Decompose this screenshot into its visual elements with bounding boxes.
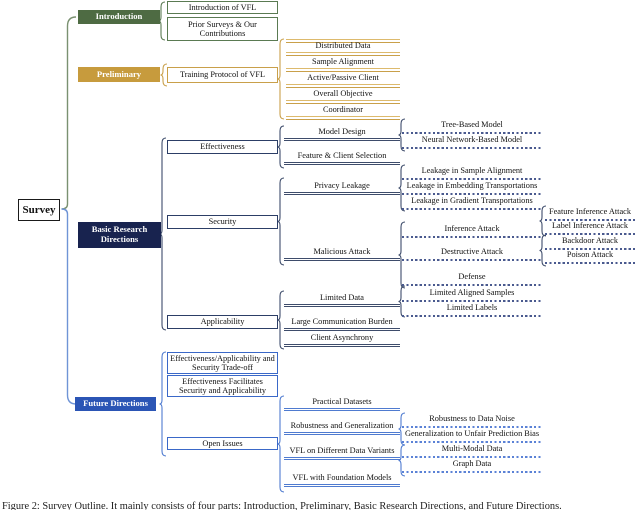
node-robustness-data-noise: Robustness to Data Noise: [402, 414, 542, 428]
node-open-issues: Open Issues: [167, 437, 278, 450]
node-label-inference-attack: Label Inference Attack: [545, 221, 635, 235]
node-feature-inference-attack: Feature Inference Attack: [545, 207, 635, 221]
node-training-protocol: Training Protocol of VFL: [167, 67, 278, 83]
node-overall-objective: Overall Objective: [286, 89, 400, 104]
node-multi-modal-data: Multi-Modal Data: [402, 444, 542, 458]
node-backdoor-attack: Backdoor Attack: [545, 236, 635, 250]
node-vfl-data-variants: VFL on Different Data Variants: [284, 446, 400, 460]
node-limited-aligned-samples: Limited Aligned Samples: [402, 288, 542, 302]
node-practical-datasets: Practical Datasets: [284, 397, 400, 411]
node-coordinator: Coordinator: [286, 105, 400, 120]
node-effectiveness: Effectiveness: [167, 140, 278, 154]
node-privacy-leakage: Privacy Leakage: [284, 181, 400, 195]
node-destructive-attack: Destructive Attack: [402, 247, 542, 261]
node-security: Security: [167, 215, 278, 229]
node-vfl-foundation-models: VFL with Foundation Models: [284, 473, 400, 487]
node-robustness-generalization: Robustness and Generalization: [284, 421, 400, 435]
node-defense: Defense: [402, 272, 542, 286]
node-sample-alignment: Sample Alignment: [286, 57, 400, 72]
node-limited-labels: Limited Labels: [402, 303, 542, 317]
node-feature-client-selection: Feature & Client Selection: [284, 151, 400, 165]
node-poison-attack: Poison Attack: [545, 250, 635, 264]
node-prior-surveys-contributions: Prior Surveys & Our Contributions: [167, 17, 278, 41]
node-tradeoff: Effectiveness/Applicability and Security…: [167, 352, 278, 374]
node-neural-network-based-model: Neural Network-Based Model: [402, 135, 542, 149]
section-introduction: Introduction: [78, 10, 160, 24]
node-leakage-gradient-transportations: Leakage in Gradient Transportations: [402, 196, 542, 210]
node-leakage-sample-alignment: Leakage in Sample Alignment: [402, 166, 542, 180]
node-active-passive-client: Active/Passive Client: [286, 73, 400, 88]
node-effectiveness-facilitates: Effectiveness Facilitates Security and A…: [167, 375, 278, 397]
section-basic-research-directions: Basic Research Directions: [78, 222, 161, 248]
node-survey-root: Survey: [18, 199, 60, 221]
node-applicability: Applicability: [167, 315, 278, 329]
section-preliminary: Preliminary: [78, 67, 160, 82]
node-model-design: Model Design: [284, 127, 400, 141]
section-future-directions: Future Directions: [75, 397, 156, 411]
figure-caption: Figure 2: Survey Outline. It mainly cons…: [2, 501, 562, 510]
node-client-asynchrony: Client Asynchrony: [284, 333, 400, 347]
node-large-communication-burden: Large Communication Burden: [284, 317, 400, 331]
node-leakage-embedding-transportations: Leakage in Embedding Transportations: [402, 181, 542, 195]
node-distributed-data: Distributed Data: [286, 41, 400, 56]
node-inference-attack: Inference Attack: [402, 224, 542, 238]
node-tree-based-model: Tree-Based Model: [402, 120, 542, 134]
node-introduction-of-vfl: Introduction of VFL: [167, 1, 278, 14]
node-graph-data: Graph Data: [402, 459, 542, 473]
node-malicious-attack: Malicious Attack: [284, 247, 400, 261]
node-limited-data: Limited Data: [284, 293, 400, 307]
node-generalization-unfair-bias: Generalization to Unfair Prediction Bias: [402, 429, 542, 443]
